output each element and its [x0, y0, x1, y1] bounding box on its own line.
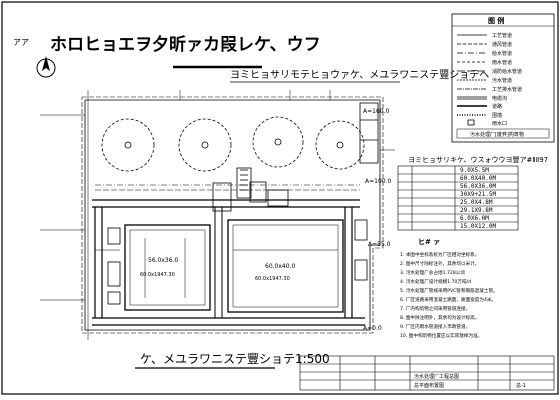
structures-table-title: ヨミヒョサリキケ、ウスォウウヨ豐ア#ⅡⅡ97 [408, 155, 548, 164]
legend-item: 工艺管道 [492, 32, 512, 39]
structure-size: 29.1X9.8M [460, 207, 493, 214]
elevation-label: A=0.0 [363, 325, 382, 332]
note-line: 5. 污水处理厂管线采用PVC管和钢筋混凝土管。 [400, 287, 498, 294]
structure-size: 6.0X6.0M [460, 215, 489, 222]
title-block-sheet-no: 总-1 [516, 382, 526, 389]
elevation-label: A=100.0 [365, 178, 391, 185]
title-block: 污水处理厂工程总图 总平面布置图 总-1 [299, 355, 555, 391]
note-line: 2. 图中尺寸除标注外，其余均以米计。 [400, 260, 479, 267]
elevation-label: A=160.0 [363, 108, 389, 115]
drawing-title: ホロヒョエヲ夕昕ァカ叚レケ、ウフ [50, 34, 321, 55]
structure-size: 30X9+21.5M [460, 191, 497, 198]
legend-special-item: 污水处理厂[废弃]构筑物 [470, 131, 524, 138]
note-line: 9. 厂区内雨水管道接入市政管道。 [400, 323, 470, 330]
site-boundary [84, 99, 381, 331]
elevation-label: A=55.0 [368, 241, 391, 248]
circular-tank [252, 116, 304, 168]
legend: 图 例 工艺管道 通风管道 给水管道 雨水管道 消防给水管道 污水管道 工艺排水… [451, 13, 555, 143]
notes: ヒ# ァ 1. 本图中坐标系统为厂区相对坐标系。 2. 图中尺寸除标注外，其余均… [400, 238, 498, 339]
small-building [249, 181, 267, 203]
circular-tank [315, 120, 365, 170]
legend-header: 图 例 [488, 16, 504, 25]
note-line: 1. 本图中坐标系统为厂区相对坐标系。 [400, 251, 479, 258]
title-block-drawing-name: 总平面布置图 [414, 382, 444, 389]
structure-size: 60.0X40.0M [460, 175, 497, 182]
plan-caption: ケ、メユラワニステ豐ショテ1:500 [140, 352, 330, 366]
note-line: 7. 厂内构筑物之间采用管道连接。 [400, 305, 470, 312]
circular-tank [101, 118, 155, 172]
legend-item: 污水管道 [492, 77, 512, 84]
legend-item: 雨水口 [492, 120, 507, 127]
legend-item: 雨水管道 [492, 59, 512, 66]
pond-right [227, 219, 344, 313]
pond-right-coord: 60.0x1947.30 [255, 276, 290, 282]
drawing-subtitle: ヨミヒョサリモテヒョウァケ、メユラワニステ豐ショテヘ [230, 68, 489, 81]
legend-item: 道路 [492, 103, 502, 110]
structure-size: 9.0X5.5M [460, 167, 489, 174]
note-line: 8. 图中除注明外，其余均为设计标高。 [400, 314, 479, 321]
legend-item: 工艺排水管道 [492, 86, 522, 93]
structures-table: ヨミヒョサリキケ、ウスォウウヨ豐ア#ⅡⅡ97 9.0X5.5M 60.0X40.… [397, 155, 548, 231]
note-line: 10. 图中构筑物位置应以实际放样为准。 [400, 332, 482, 339]
legend-item: 给水管道 [492, 50, 512, 57]
circular-tank [178, 118, 232, 172]
site-plan [40, 90, 395, 340]
notes-header: ヒ# ァ [418, 238, 440, 246]
title-block-project: 污水处理厂工程总图 [414, 373, 459, 380]
legend-item: 通风管道 [492, 41, 512, 48]
small-building [267, 189, 289, 207]
note-line: 4. 污水处理厂设计规模1.70万吨/d [400, 278, 471, 285]
legend-item: 电缆沟 [492, 95, 507, 102]
north-arrow-icon [36, 56, 56, 78]
pond-left-label: 56.0x36.0 [148, 257, 178, 264]
structure-size: 56.0X36.0M [460, 183, 497, 190]
note-line: 3. 污水处理厂总占地1.728公顷 [400, 269, 465, 276]
structure-size: 25.0X4.8M [460, 199, 493, 206]
small-building [236, 167, 252, 199]
legend-item: 消防给水管道 [492, 68, 522, 75]
corner-code: アア [13, 38, 29, 47]
note-line: 6. 厂区道路采用混凝土路面，路面宽度为4米。 [400, 296, 496, 303]
structure-size: 15.0X12.0M [460, 223, 497, 230]
legend-item: 围墙 [492, 112, 502, 119]
pond-left-coord: 60.0x1947.30 [140, 272, 175, 278]
pond-left [124, 224, 211, 311]
pond-right-label: 60.0x40.0 [265, 263, 295, 270]
